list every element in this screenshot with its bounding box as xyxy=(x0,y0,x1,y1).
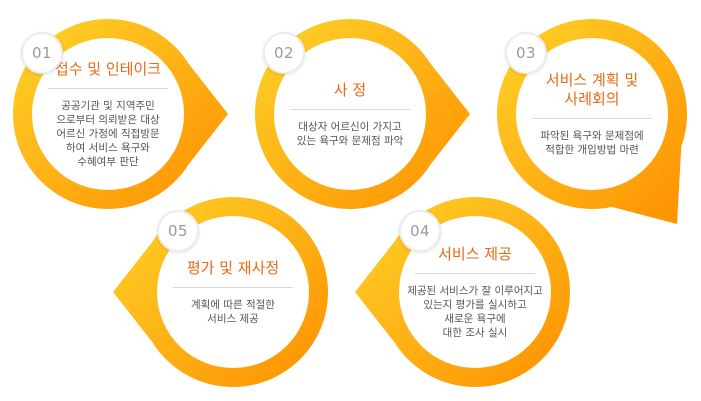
step-number-badge: 03 xyxy=(505,32,547,74)
step-01-intake: 접수 및 인테이크 공공기관 및 지역주민 으로부터 의뢰받은 대상 어르신 가… xyxy=(12,19,228,210)
step-title: 서비스 제공 xyxy=(438,244,512,263)
divider xyxy=(290,108,410,110)
step-inner-circle xyxy=(274,38,426,190)
step-description: 파악된 욕구와 문제점에 적합한 개입방법 마련 xyxy=(540,130,644,156)
step-title: 서비스 계획 및 사례회의 xyxy=(545,71,639,108)
step-content: 서비스 계획 및 사례회의 파악된 욕구와 문제점에 적합한 개입방법 마련 xyxy=(520,42,664,186)
step-ring-shape xyxy=(254,19,470,210)
step-05-evaluation: 평가 및 재사정 계획에 따른 적절한 서비스 제공 05 xyxy=(113,197,329,387)
step-inner-circle xyxy=(32,38,184,190)
step-description: 대상자 어르신이 가지고 있는 욕구와 문제점 파악 xyxy=(296,120,404,147)
step-title: 평가 및 재사정 xyxy=(186,258,280,277)
divider xyxy=(48,87,168,89)
divider xyxy=(532,118,652,119)
step-inner-circle xyxy=(399,216,551,368)
step-04-service-delivery: 서비스 제공 제공된 서비스가 잘 이루어지고 있는지 평가를 실시하고 새로운… xyxy=(355,197,571,387)
step-inner-circle xyxy=(516,38,668,190)
step-number-badge: 01 xyxy=(21,32,63,74)
divider xyxy=(415,272,535,274)
step-title: 사 정 xyxy=(333,80,367,99)
step-content: 사 정 대상자 어르신이 가지고 있는 욕구와 문제점 파악 xyxy=(278,42,422,186)
step-inner-circle xyxy=(157,216,309,368)
step-description: 공공기관 및 지역주민 으로부터 의뢰받은 대상 어르신 가정에 직접방문 하여… xyxy=(56,99,160,168)
step-description: 계획에 따른 적절한 서비스 제공 xyxy=(191,298,275,325)
step-content: 서비스 제공 제공된 서비스가 잘 이루어지고 있는지 평가를 실시하고 새로운… xyxy=(403,220,547,364)
step-number-badge: 05 xyxy=(157,210,199,252)
step-content: 평가 및 재사정 계획에 따른 적절한 서비스 제공 xyxy=(161,220,305,364)
step-ring-shape xyxy=(497,18,688,224)
step-number-badge: 04 xyxy=(399,210,441,252)
divider xyxy=(173,286,293,288)
step-number-badge: 02 xyxy=(263,32,305,74)
step-title: 접수 및 인테이크 xyxy=(54,59,162,78)
step-02-assessment: 사 정 대상자 어르신이 가지고 있는 욕구와 문제점 파악 02 xyxy=(254,19,470,210)
step-content: 접수 및 인테이크 공공기관 및 지역주민 으로부터 의뢰받은 대상 어르신 가… xyxy=(36,42,180,186)
step-03-planning: 서비스 계획 및 사례회의 파악된 욕구와 문제점에 적합한 개입방법 마련 0… xyxy=(497,18,688,224)
step-description: 제공된 서비스가 잘 이루어지고 있는지 평가를 실시하고 새로운 욕구에 대한… xyxy=(407,284,543,339)
step-ring-shape xyxy=(12,19,228,210)
